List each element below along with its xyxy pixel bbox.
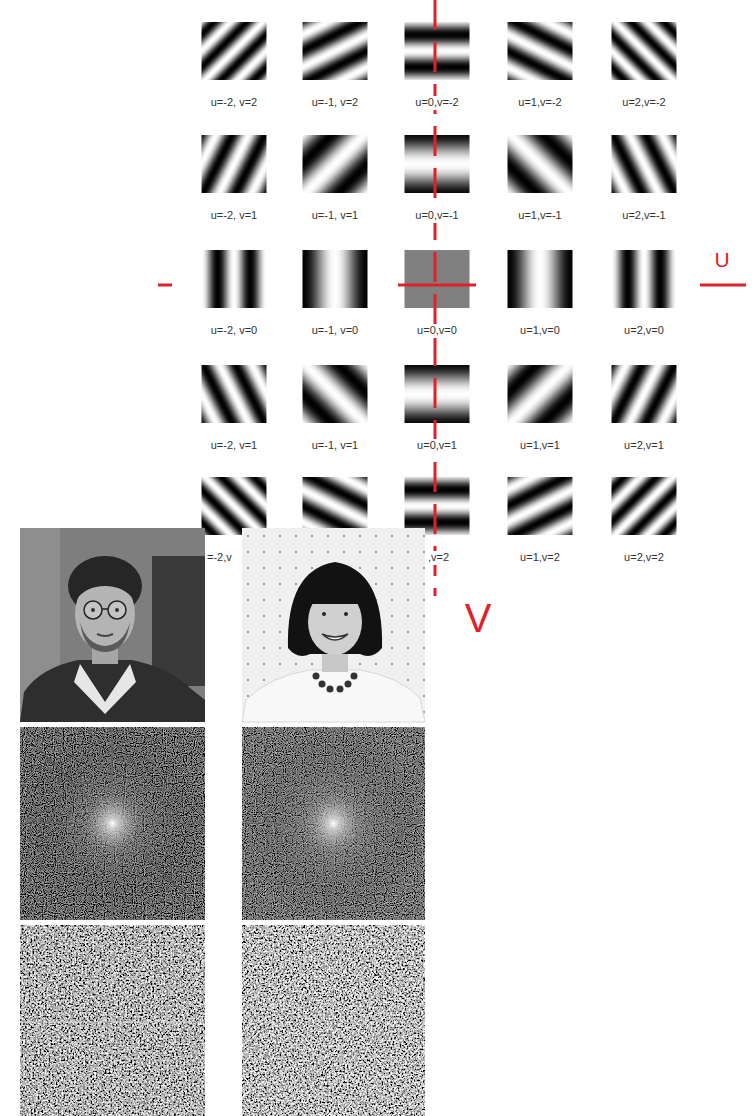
spectrum-noise <box>242 727 425 920</box>
frequency-label: u=2,v=0 <box>623 324 665 337</box>
grating-patch <box>303 135 368 193</box>
beard <box>80 622 130 652</box>
grating-patch <box>202 135 267 193</box>
grating-patch <box>405 22 470 80</box>
frequency-label: u=-1, v=1 <box>311 439 359 452</box>
frequency-label: u=-2, v=0 <box>210 324 258 337</box>
grating-patch <box>202 22 267 80</box>
frequency-label: u=2,v=1 <box>623 439 665 452</box>
v-axis-line <box>434 0 437 596</box>
necklace <box>313 673 358 693</box>
photo-dots <box>242 528 425 722</box>
frequency-label: =-2,v <box>206 551 233 564</box>
phase-ground <box>242 925 425 1116</box>
grid-panel <box>155 0 754 600</box>
frequency-label: u=0,v=0 <box>416 324 458 337</box>
frequency-label: u=1,v=0 <box>519 324 561 337</box>
grating-patch <box>303 250 368 308</box>
grating-patch <box>612 135 677 193</box>
frequency-label: u=2,v=-1 <box>621 209 666 222</box>
eye <box>91 608 95 612</box>
frequency-label: u=1,v=2 <box>519 551 561 564</box>
phase-axis <box>112 925 113 1116</box>
spectrum-glow <box>242 727 425 920</box>
u-axis-line <box>158 284 172 287</box>
phase-noise <box>242 925 425 1116</box>
u-axis-line <box>398 284 476 287</box>
eye <box>344 612 348 616</box>
phase-spectrum <box>20 925 205 1116</box>
smile <box>322 634 348 640</box>
eye <box>322 612 326 616</box>
grating-patch <box>202 477 267 535</box>
grating-patch <box>405 477 470 535</box>
spectrum-ground <box>20 727 205 920</box>
frequency-label: u=-1, v=2 <box>311 96 359 109</box>
frequency-label: u=-1, v=1 <box>311 209 359 222</box>
grating-patch <box>405 365 470 423</box>
frequency-label: u=-2, v=1 <box>210 439 258 452</box>
magnitude-spectrum <box>20 727 205 920</box>
frequency-label: u=1,v=-2 <box>517 96 562 109</box>
frequency-label: ,v=2 <box>427 551 450 564</box>
phase-noise <box>20 925 205 1116</box>
frequency-label: u=0,v=1 <box>416 439 458 452</box>
spectrum-glow <box>20 727 205 920</box>
axis-label: U <box>714 249 729 270</box>
spectrum-dots <box>242 727 425 920</box>
phase-ground <box>20 925 205 1116</box>
face-photo <box>20 528 205 722</box>
phase-axis <box>333 925 334 1116</box>
grating-patch <box>202 365 267 423</box>
hair <box>76 574 134 600</box>
grating-patch <box>202 250 267 308</box>
grating-patch <box>508 250 573 308</box>
grating-patch <box>508 477 573 535</box>
hair <box>288 562 382 656</box>
grating-patch <box>303 365 368 423</box>
face-photo <box>242 528 425 722</box>
grating-patch <box>612 365 677 423</box>
frequency-label: u=2,v=2 <box>623 551 665 564</box>
glasses <box>108 601 126 619</box>
mouth <box>97 634 113 636</box>
grating-patch <box>405 250 470 308</box>
grating-patch <box>612 22 677 80</box>
frequency-label: u=-2, v=1 <box>210 209 258 222</box>
magnitude-spectrum <box>242 727 425 920</box>
grating-patch <box>612 250 677 308</box>
grating-patch <box>303 22 368 80</box>
frequency-label: u=1,v=-1 <box>517 209 562 222</box>
top <box>242 670 425 722</box>
collar <box>74 664 136 714</box>
spectrum-ground <box>242 727 425 920</box>
frequency-label: u=0,v=-2 <box>414 96 459 109</box>
glasses <box>84 601 102 619</box>
frequency-label: u=-2, v=2 <box>210 96 258 109</box>
glasses <box>102 608 108 610</box>
grating-patch <box>612 477 677 535</box>
u-axis-line <box>700 284 746 287</box>
grating-patch <box>405 135 470 193</box>
grating-patch <box>508 22 573 80</box>
photo-ground <box>242 528 425 722</box>
grating-patch <box>303 477 368 535</box>
photo-door <box>152 556 205 686</box>
frequency-label: u=0,v=-1 <box>414 209 459 222</box>
phase-spectrum <box>242 925 425 1116</box>
bangs <box>306 572 364 604</box>
grating-patch <box>508 365 573 423</box>
axis-label: V <box>465 598 492 638</box>
grating-patch <box>508 135 573 193</box>
photo-ground <box>20 528 205 722</box>
eye <box>115 608 119 612</box>
spectrum-noise <box>20 727 205 920</box>
sweater <box>20 660 205 722</box>
frequency-label: u=1,v=1 <box>519 439 561 452</box>
frequency-label: u=-1, v=0 <box>311 324 359 337</box>
frequency-label: u=2,v=-2 <box>621 96 666 109</box>
